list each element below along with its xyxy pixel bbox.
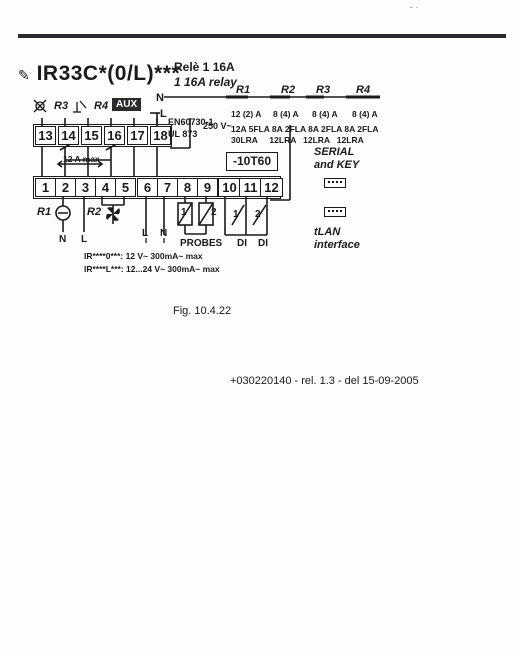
rating-r3: 8 (4) A	[312, 109, 338, 119]
top-terminal-strip	[33, 124, 172, 147]
terminal-13: 13	[35, 126, 56, 145]
aux-badge: AUX	[112, 98, 142, 111]
terminal-6: 6	[137, 178, 158, 197]
top-rule	[18, 34, 506, 38]
terminal-15: 15	[81, 126, 102, 145]
relay-r2-label: R2	[281, 84, 296, 96]
di-1-number: 1	[233, 209, 239, 220]
label-r3: R3	[54, 100, 69, 112]
figure-caption: Fig. 10.4.22	[173, 305, 232, 317]
load-n-label: N	[59, 234, 67, 245]
terminal-11: 11	[239, 178, 262, 197]
load-r1-label: R1	[37, 206, 52, 218]
rating-r2: 8 (4) A	[273, 109, 299, 119]
rating-fla: 12A 5FLA 8A 2FLA 8A 2FLA 8A 2FLA	[231, 124, 379, 134]
terminal-8: 8	[177, 178, 198, 197]
rating-r4: 8 (4) A	[352, 109, 378, 119]
terminal-7: 7	[157, 178, 178, 197]
label-r4: R4	[94, 100, 109, 112]
terminal-18: 18	[150, 126, 171, 145]
voltage-rating: 250 V~	[203, 121, 232, 131]
max-current-label: 12 A max	[63, 154, 100, 164]
temperature-rating: -10T60	[226, 152, 278, 171]
supply-note-12v: IR****0***: 12 V~ 300mA~ max	[84, 251, 203, 261]
relay-label-en: 1 16A relay	[174, 75, 237, 89]
probe-1-number: 1	[181, 207, 187, 218]
terminal-2: 2	[55, 178, 76, 197]
probe-2-number: 2	[211, 207, 217, 218]
di-2-label: DI	[258, 238, 268, 249]
terminal-14: 14	[58, 126, 79, 145]
relay-r1-label: R1	[236, 84, 251, 96]
di-2-number: 2	[255, 209, 261, 220]
terminal-10: 10	[218, 178, 241, 197]
rating-r1: 12 (2) A	[231, 109, 262, 119]
tlan-label: tLAN	[314, 226, 341, 238]
tlan-interface-label: interface	[314, 239, 360, 251]
serial-port-connector	[324, 178, 346, 188]
supply-l-label: L	[142, 228, 149, 239]
model-title: ✎ IR33C*(0/L)***	[18, 62, 180, 86]
rating-lra: 30LRA 12LRA 12LRA 12LRA	[231, 135, 364, 145]
supply-note-24v: IR****L***: 12...24 V~ 300mA~ max	[84, 264, 220, 274]
relay-label-it: Relè 1 16A	[174, 60, 235, 74]
standard-en: EN60730-1	[168, 117, 214, 127]
supply-n-label: N	[160, 228, 168, 239]
terminal-9: 9	[197, 178, 218, 197]
terminal-5: 5	[115, 178, 136, 197]
load-r2-label: R2	[87, 206, 102, 218]
terminal-12: 12	[260, 178, 283, 197]
label-l: L	[160, 108, 167, 120]
serial-key-label: and KEY	[314, 159, 360, 171]
document-revision: +030220140 - rel. 1.3 - del 15-09-2005	[230, 375, 419, 387]
relay-r3-label: R3	[316, 84, 331, 96]
serial-label: SERIAL	[314, 146, 355, 158]
terminal-4: 4	[95, 178, 116, 197]
scan-marks: - ·	[410, 2, 419, 12]
terminal-17: 17	[127, 126, 148, 145]
tlan-port-connector	[324, 207, 346, 217]
load-l-label: L	[81, 234, 88, 245]
label-n: N	[156, 92, 164, 104]
terminal-16: 16	[104, 126, 125, 145]
pen-mark-icon: ✎	[18, 67, 31, 83]
standard-ul: UL 873	[168, 129, 198, 139]
model-name: IR33C*(0/L)***	[36, 62, 181, 85]
terminal-3: 3	[75, 178, 96, 197]
relay-r4-label: R4	[356, 84, 371, 96]
probes-label: PROBES	[180, 238, 223, 249]
di-1-label: DI	[237, 238, 247, 249]
terminal-1: 1	[35, 178, 56, 197]
